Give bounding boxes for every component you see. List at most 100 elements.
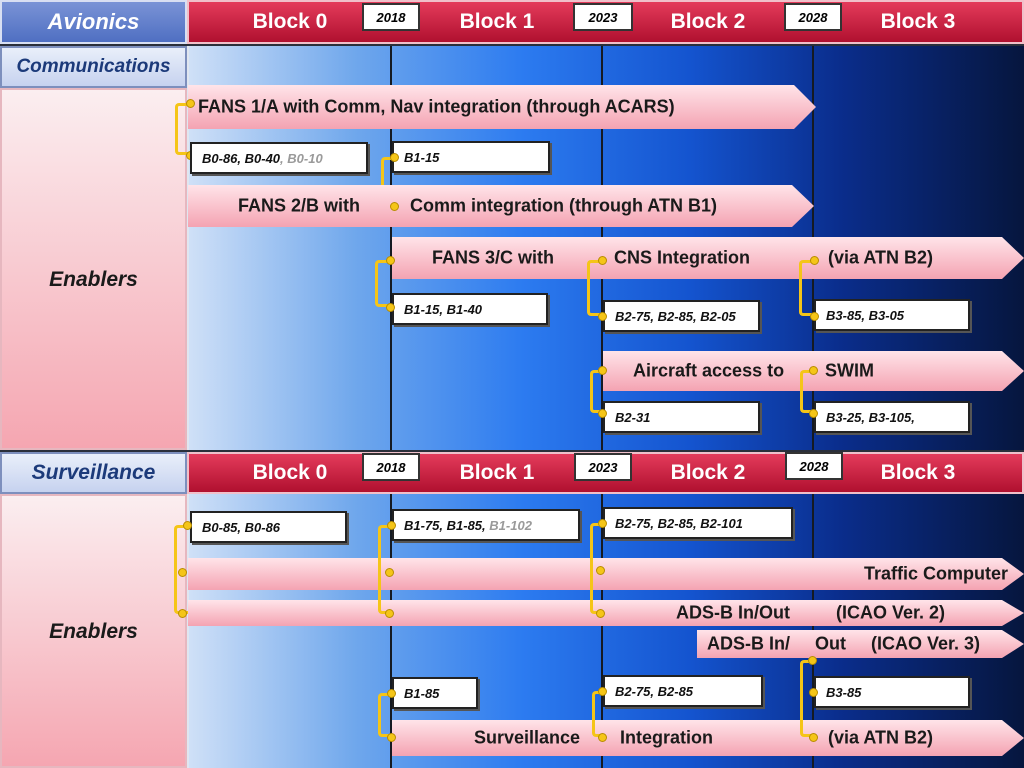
fans-2b-text-b: Comm integration (through ATN B1) xyxy=(410,195,717,216)
connector-dot xyxy=(385,609,394,618)
connector-dot xyxy=(598,312,607,321)
connector-dot xyxy=(810,312,819,321)
ref-box-b1-15: B1-15 xyxy=(392,141,550,173)
connector-dot xyxy=(598,409,607,418)
surveillance-integration-arrow: Surveillance Integration (via ATN B2) xyxy=(392,720,1024,756)
connector-dot xyxy=(809,688,818,697)
connector-dot xyxy=(178,568,187,577)
ref-box-b2-31: B2-31 xyxy=(603,401,760,433)
surv-block-1-label: Block 1 xyxy=(459,461,535,484)
connector-bracket xyxy=(175,103,191,155)
connector-dot xyxy=(386,256,395,265)
connector-dot xyxy=(598,733,607,742)
connector-dot xyxy=(183,521,192,530)
connector-dot xyxy=(596,609,605,618)
ref-box-b1-surv: B1-75, B1-85, B1-102 xyxy=(392,509,580,541)
connector-dot xyxy=(598,366,607,375)
connector-dot xyxy=(809,366,818,375)
traffic-computer-arrow: Traffic Computer xyxy=(188,558,1024,590)
connector-bracket xyxy=(378,693,392,737)
surv-integ-text-b: Integration xyxy=(620,727,713,748)
connector-bracket xyxy=(799,260,815,316)
surv-year-2018-marker: 2018 xyxy=(362,453,420,481)
connector-dot xyxy=(390,153,399,162)
connector-dot xyxy=(810,256,819,265)
divider-2018 xyxy=(390,46,392,450)
connector-bracket xyxy=(800,660,813,737)
ref-box-b3-25: B3-25, B3-105, xyxy=(814,401,970,433)
ref-box-b2-surv-top: B2-75, B2-85, B2-101 xyxy=(603,507,793,539)
connector-dot xyxy=(387,689,396,698)
adsb-v2-text-a: ADS-B In/Out xyxy=(676,602,790,623)
communications-label-text: Communications xyxy=(16,56,171,77)
adsb-v3-text-c: (ICAO Ver. 3) xyxy=(871,633,981,654)
traffic-computer-text: Traffic Computer xyxy=(863,563,1008,584)
fans-2b-arrow: FANS 2/B with Comm integration (through … xyxy=(188,185,814,227)
fans-1a-text: FANS 1/A with Comm, Nav integration (thr… xyxy=(198,96,675,117)
fans-3c-text-a: FANS 3/C with xyxy=(432,247,555,268)
fans-3c-text-c: (via ATN B2) xyxy=(828,247,934,268)
ref-b0-grey: , B0-10 xyxy=(280,150,323,166)
communications-label: Communications xyxy=(0,46,187,88)
connector-dot xyxy=(596,566,605,575)
ref-b1-surv-main: B1-75, B1-85, xyxy=(404,517,486,533)
connector-dot xyxy=(387,521,396,530)
surv-year-2028-marker: 2028 xyxy=(785,452,843,480)
year-2028-marker: 2028 xyxy=(784,3,842,31)
ref-box-b2-75-comm: B2-75, B2-85, B2-05 xyxy=(603,300,760,332)
connector-dot xyxy=(598,519,607,528)
fans-2b-text-a: FANS 2/B with xyxy=(238,195,361,216)
surveillance-label-text: Surveillance xyxy=(31,461,156,484)
fans-3c-text-b: CNS Integration xyxy=(614,247,751,268)
surveillance-enablers-label: Enablers xyxy=(49,620,138,643)
adsb-v2-text-b: (ICAO Ver. 2) xyxy=(836,602,946,623)
ref-box-b3-85-surv: B3-85 xyxy=(814,676,970,708)
avionics-title-text: Avionics xyxy=(47,9,140,34)
ref-b1-surv-grey: B1-102 xyxy=(489,517,532,533)
surv-block-2-label: Block 2 xyxy=(670,461,746,484)
surveillance-label: Surveillance xyxy=(0,452,187,494)
ref-box-b0-comm: B0-86, B0-40, B0-10 xyxy=(190,142,368,174)
ref-box-b1-85: B1-85 xyxy=(392,677,478,709)
ref-box-b2-75-surv: B2-75, B2-85 xyxy=(603,675,763,707)
connector-bracket xyxy=(592,691,603,737)
fans-3c-arrow: FANS 3/C with CNS Integration (via ATN B… xyxy=(392,237,1024,279)
block-0-label: Block 0 xyxy=(252,10,328,33)
communications-enablers-panel: Enablers xyxy=(0,88,187,450)
connector-bracket xyxy=(375,260,392,307)
connector-dot xyxy=(186,99,195,108)
connector-dot xyxy=(390,202,399,211)
block-1-label: Block 1 xyxy=(459,10,535,33)
connector-bracket xyxy=(590,370,603,413)
swim-text-b: SWIM xyxy=(825,360,874,381)
surv-year-2023-marker: 2023 xyxy=(574,453,632,481)
ref-box-b3-85-comm: B3-85, B3-05 xyxy=(814,299,970,331)
connector-bracket xyxy=(800,370,813,413)
block-2-label: Block 2 xyxy=(670,10,746,33)
surv-block-0-label: Block 0 xyxy=(252,461,328,484)
adsb-v3-text-b: Out xyxy=(815,633,846,654)
block-3-label: Block 3 xyxy=(880,10,956,33)
connector-dot xyxy=(809,733,818,742)
connector-dot xyxy=(385,568,394,577)
communications-enablers-label: Enablers xyxy=(49,268,138,291)
connector-dot xyxy=(809,409,818,418)
connector-bracket xyxy=(587,260,603,316)
connector-dot xyxy=(598,687,607,696)
surv-integ-text-a: Surveillance xyxy=(474,727,581,748)
ref-box-b0-surv: B0-85, B0-86 xyxy=(190,511,347,543)
adsb-v3-arrow: ADS-B In/ Out (ICAO Ver. 3) xyxy=(697,630,1024,658)
ref-b0-main: B0-86, B0-40 xyxy=(202,150,281,166)
surv-divider-2018 xyxy=(390,494,392,768)
ref-box-b1-15-40: B1-15, B1-40 xyxy=(392,293,548,325)
year-2018-marker: 2018 xyxy=(362,3,420,31)
adsb-v3-text-a: ADS-B In/ xyxy=(707,633,790,654)
surv-block-3-label: Block 3 xyxy=(880,461,956,484)
swim-text-a: Aircraft access to xyxy=(633,360,785,381)
adsb-v2-arrow: ADS-B In/Out (ICAO Ver. 2) xyxy=(188,600,1024,626)
surv-divider-2023 xyxy=(601,494,603,768)
surveillance-enablers-panel: Enablers xyxy=(0,494,187,768)
avionics-title: Avionics xyxy=(0,0,187,44)
connector-dot xyxy=(598,256,607,265)
fans-1a-arrow: FANS 1/A with Comm, Nav integration (thr… xyxy=(188,85,816,129)
